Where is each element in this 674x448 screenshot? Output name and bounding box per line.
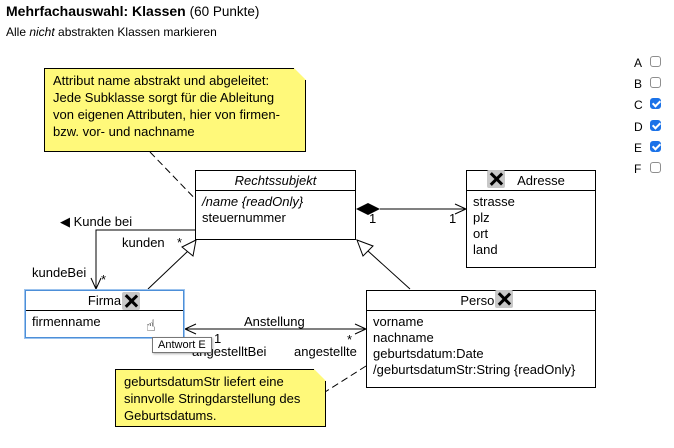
attribute: land: [473, 242, 498, 257]
attribute: /geburtsdatumStr:String {readOnly}: [373, 362, 576, 377]
note-name-attribute: Attribut name abstrakt und abgeleitet: J…: [44, 68, 306, 152]
tooltip: Antwort E: [152, 337, 212, 353]
mult-anstellung-right: *: [347, 332, 353, 347]
cross-mark-icon: [487, 170, 505, 188]
firma-generalization-line: [147, 250, 189, 290]
class-rechtssubjekt[interactable]: Rechtssubjekt /name {readOnly} steuernum…: [195, 170, 356, 240]
checkbox-d[interactable]: [650, 120, 661, 131]
note-geburtsdatum: geburtsdatumStr liefert eine sinnvolle S…: [115, 369, 326, 427]
anstellung-arrow-left: [183, 323, 197, 335]
kunde-bei-line: [95, 229, 195, 289]
class-title: Rechtssubjekt: [196, 171, 355, 191]
role-kundebei: kundeBei: [32, 265, 87, 280]
answer-a[interactable]: A: [634, 54, 674, 72]
class-firma[interactable]: Firma firmenname: [25, 290, 184, 338]
role-angestellte: angestellte: [294, 344, 357, 359]
assoc-label-kunde-bei: ◀ Kunde bei: [60, 214, 133, 229]
checkbox-f[interactable]: [650, 162, 661, 173]
answer-c[interactable]: C: [634, 96, 674, 114]
class-title: Person: [367, 291, 595, 311]
note-anchor-bottom: [324, 365, 367, 393]
kunde-bei-arrow: [90, 277, 102, 291]
class-adresse[interactable]: Adresse strasse plz ort land: [466, 170, 596, 268]
attribute: firmenname: [32, 314, 101, 329]
mult-kundebei: *: [101, 272, 107, 287]
assoc-label-anstellung: Anstellung: [244, 314, 305, 329]
role-kunden: kunden: [122, 235, 165, 250]
checkbox-a[interactable]: [650, 56, 661, 67]
attribute: ort: [473, 226, 489, 241]
note-anchor-top: [149, 151, 204, 208]
attribute: geburtsdatum:Date: [373, 346, 484, 361]
firma-generalization-head: [181, 239, 197, 257]
instruction: Alle nicht abstrakten Klassen markieren: [6, 25, 217, 39]
checkbox-b[interactable]: [650, 77, 661, 88]
attribute: /name {readOnly}: [202, 194, 304, 209]
answer-d[interactable]: D: [634, 118, 674, 136]
mult-kunden: *: [177, 235, 183, 250]
attribute: steuernummer: [202, 210, 286, 225]
mult-anstellung-left: 1: [214, 331, 222, 346]
class-person[interactable]: Person vorname nachname geburtsdatum:Dat…: [366, 290, 596, 388]
attribute: plz: [473, 210, 490, 225]
answer-e[interactable]: E: [634, 139, 674, 157]
attribute: nachname: [373, 330, 434, 345]
attribute: vorname: [373, 314, 424, 329]
note-fold: [294, 68, 306, 80]
checkbox-e[interactable]: [650, 141, 661, 152]
checkbox-c[interactable]: [650, 98, 661, 109]
class-title: Firma: [26, 291, 183, 311]
mult-comp-left: 1: [369, 211, 377, 226]
person-generalization-line: [367, 250, 411, 290]
mult-comp-right: 1: [449, 211, 457, 226]
hand-cursor-icon: ☝: [146, 318, 156, 335]
cross-mark-icon: [495, 290, 513, 308]
composition-diamond: [356, 203, 380, 215]
answer-f[interactable]: F: [634, 160, 674, 178]
question-title: Mehrfachauswahl: Klassen (60 Punkte): [6, 3, 260, 19]
person-generalization-head: [356, 239, 374, 257]
attribute: strasse: [473, 194, 515, 209]
answer-b[interactable]: B: [634, 75, 674, 93]
note-fold: [314, 369, 326, 381]
class-title: Adresse: [467, 171, 595, 191]
cross-mark-icon: [122, 292, 140, 310]
points: (60 Punkte): [189, 4, 260, 19]
